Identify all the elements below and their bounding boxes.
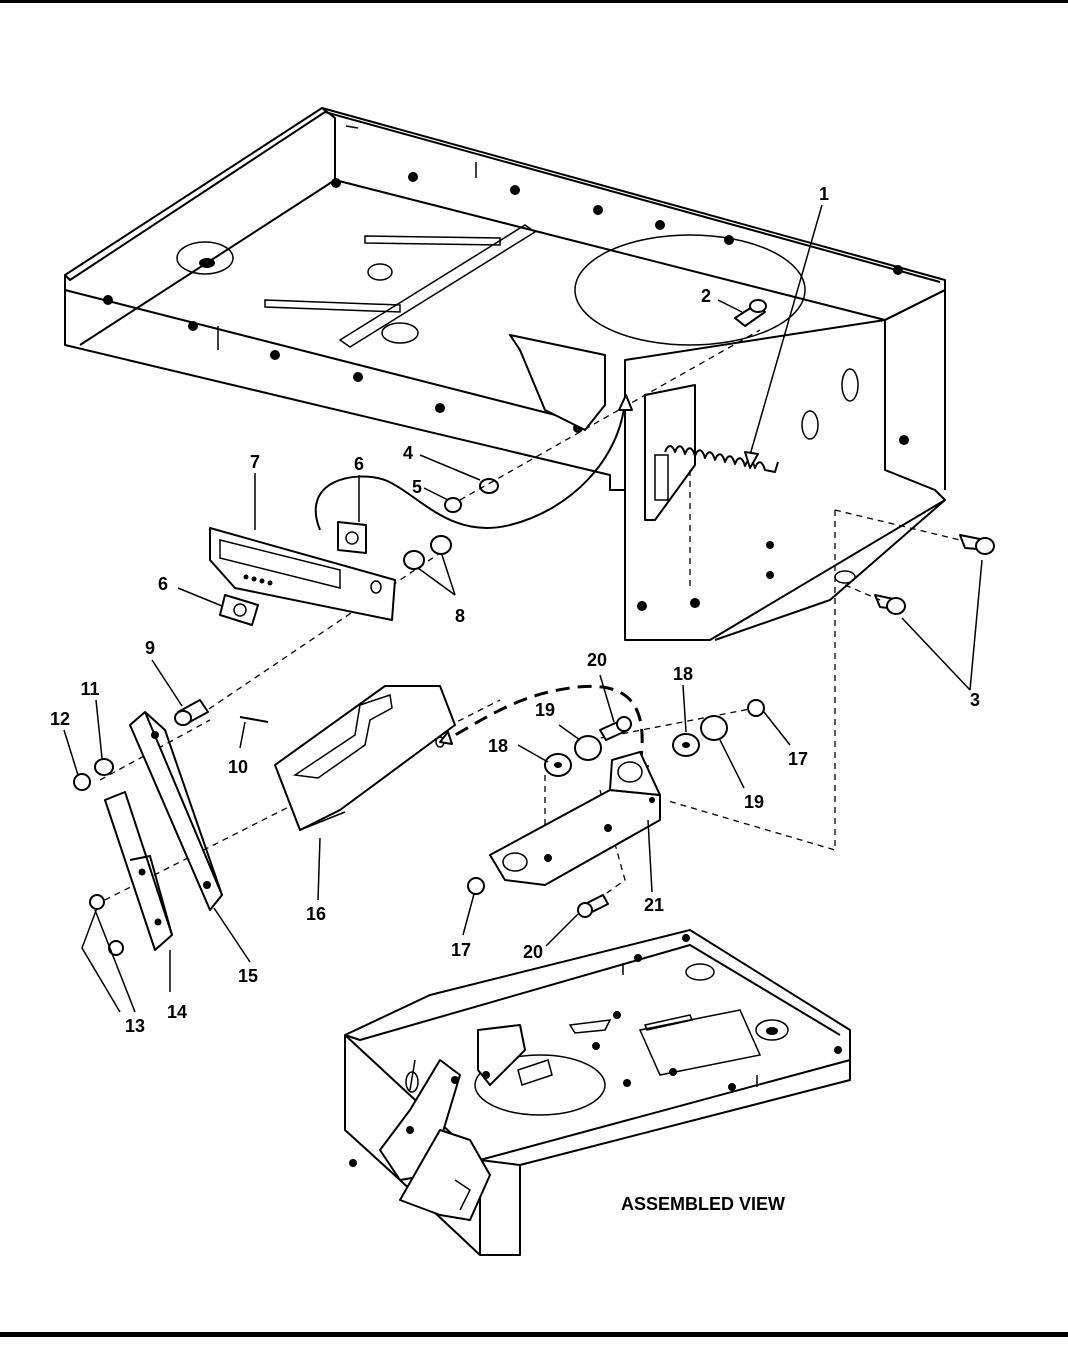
assembly-line-3-21	[664, 510, 836, 851]
part-3-bolts	[874, 534, 995, 615]
part-12-nut	[73, 773, 91, 791]
part-15-bracket	[129, 711, 223, 911]
callout-20-upper: 20	[587, 650, 607, 670]
assembly-line-3b	[844, 584, 881, 601]
part-10-pin	[239, 716, 269, 723]
part-2-stud	[734, 299, 767, 327]
part-13-screw-b	[108, 940, 124, 956]
part-18-spacer-left-bore	[554, 762, 562, 768]
part-17-nut-right	[747, 699, 765, 717]
callout-21: 21	[644, 895, 664, 915]
callout-7: 7	[250, 452, 260, 472]
part-8-washer-a	[403, 550, 425, 570]
assembly-line-12-15	[99, 719, 211, 781]
callout-19-left: 19	[535, 700, 555, 720]
callout-2: 2	[701, 286, 711, 306]
part-19-washer-right	[700, 715, 728, 741]
part-5-nut	[444, 497, 462, 513]
part-6-clip-lower	[219, 594, 259, 626]
callout-9: 9	[145, 638, 155, 658]
part-8-washer-b	[430, 535, 452, 555]
part-4-washer	[479, 478, 499, 494]
callout-17-upper: 17	[788, 749, 808, 769]
callout-12: 12	[50, 709, 70, 729]
callout-19-right: 19	[744, 792, 764, 812]
callout-10: 10	[228, 757, 248, 777]
connector-arrowhead	[618, 394, 633, 411]
part-16-gate-plate	[274, 685, 456, 831]
dashed-arrow-16-head	[439, 731, 453, 745]
assembly-line-9-8	[199, 552, 441, 716]
part-14-strip	[104, 791, 173, 951]
part-20-bolt-lower	[577, 894, 609, 918]
callout-20-lower: 20	[523, 942, 543, 962]
part-21-bracket	[489, 751, 661, 886]
callout-3: 3	[970, 690, 980, 710]
callout-18-left: 18	[488, 736, 508, 756]
assembled-view-shift-assembly	[379, 1019, 612, 1221]
assembled-view-label: ASSEMBLED VIEW	[621, 1194, 785, 1214]
frame-mount-bracket	[509, 334, 606, 431]
part-7-plate	[209, 527, 396, 621]
callout-15: 15	[238, 966, 258, 986]
assembly-line-2-5	[459, 329, 761, 501]
frame-side-box	[624, 289, 946, 641]
callout-8: 8	[455, 606, 465, 626]
callout-17-lower: 17	[451, 940, 471, 960]
callout-5: 5	[412, 477, 422, 497]
callout-16: 16	[306, 904, 326, 924]
connector-curve-6-frame	[314, 399, 626, 531]
leader-lines	[63, 204, 983, 1013]
part-9-shoulder-bolt	[174, 699, 209, 726]
callout-6-upper: 6	[354, 454, 364, 474]
part-13-screw-a	[89, 894, 105, 910]
part-20-bolt-upper	[599, 716, 632, 741]
bottom-rule	[0, 1332, 1068, 1337]
top-rule	[0, 0, 1068, 3]
spring-bracket	[644, 384, 696, 521]
callout-1: 1	[819, 184, 829, 204]
callout-6-lower: 6	[158, 574, 168, 594]
dashed-arrow-21-16	[449, 684, 644, 766]
callout-13: 13	[125, 1016, 145, 1036]
callout-14: 14	[167, 1002, 187, 1022]
part-19-washer-left	[574, 735, 602, 761]
part-18-spacer-right-bore	[682, 742, 690, 748]
part-17-nut-left	[467, 877, 485, 895]
callout-11: 11	[80, 679, 99, 699]
part-11-washer	[94, 758, 114, 776]
part-6-clip-upper	[337, 521, 367, 554]
callout-4: 4	[403, 443, 413, 463]
callout-18-right: 18	[673, 664, 693, 684]
